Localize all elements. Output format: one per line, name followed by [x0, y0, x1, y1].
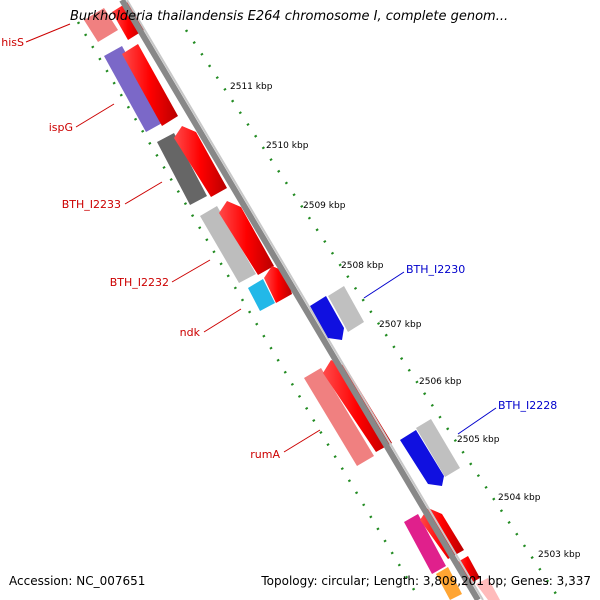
gc-skew-track: [76, 21, 422, 600]
leader-line-hiss: [25, 23, 71, 43]
feature-pink-segment: [404, 514, 446, 574]
feature-bth-i2228-arrow: [400, 430, 444, 486]
gene-label-ispg[interactable]: ispG: [49, 121, 73, 134]
feature-ispg-segment: [104, 46, 164, 132]
gene-label-bth-i2230[interactable]: BTH_I2230: [406, 263, 465, 276]
gene-label-bth-i2228[interactable]: BTH_I2228: [498, 399, 557, 412]
genome-summary-text: Topology: circular; Length: 3,809,201 bp…: [261, 574, 591, 588]
scale-tick-label: 2509 kbp: [303, 201, 346, 211]
gene-label-hiss[interactable]: hisS: [1, 36, 24, 49]
leader-line-ndk: [203, 308, 242, 333]
scale-tick-label: 2511 kbp: [230, 82, 273, 92]
label-leader-lines: [25, 23, 497, 453]
feature-bth-i2233-segment: [157, 133, 207, 205]
feature-bth-i2230-grey: [328, 286, 364, 332]
reverse-feature-segments: [84, 8, 462, 600]
cds-arrow: [476, 578, 500, 600]
scale-tick-label: 2505 kbp: [457, 435, 500, 445]
accession-text: Accession: NC_007651: [9, 574, 146, 588]
feature-ndk-segment: [248, 279, 275, 311]
scale-tick-label: 2503 kbp: [538, 550, 581, 560]
scale-tick-label: 2508 kbp: [341, 261, 384, 271]
chromosome-backbone: [119, 0, 481, 600]
chromosome-backbone-highlight: [126, 0, 484, 600]
cds-arrow: [122, 44, 178, 126]
feature-bth-i2230-arrow: [310, 296, 344, 340]
cds-arrow: [219, 201, 274, 275]
leader-line-bth-i2233: [124, 181, 163, 205]
leader-line-ispg: [75, 103, 115, 128]
gene-label-ndk[interactable]: ndk: [180, 326, 201, 339]
leader-line-ruma: [283, 429, 321, 453]
feature-ruma-segment: [304, 368, 374, 466]
scale-tick-label: 2507 kbp: [379, 320, 422, 330]
gene-label-bth-i2233[interactable]: BTH_I2233: [62, 198, 121, 211]
map-title: Burkholderia thailandensis E264 chromoso…: [70, 9, 509, 24]
feature-bth-i2232-segment: [200, 206, 256, 283]
gene-label-ruma[interactable]: rumA: [250, 448, 280, 461]
leader-line-bth-i2230: [363, 271, 405, 299]
cds-arrow: [112, 2, 144, 40]
gene-labels: hisS ispG BTH_I2233 BTH_I2232 ndk rumA B…: [1, 36, 557, 461]
forward-features: [310, 286, 460, 486]
gene-label-bth-i2232[interactable]: BTH_I2232: [110, 276, 169, 289]
scale-tick-labels: 2511 kbp 2510 kbp 2509 kbp 2508 kbp 2507…: [230, 82, 581, 560]
feature-orange-segment: [436, 567, 462, 600]
cds-arrow: [174, 126, 227, 197]
leader-line-bth-i2232: [171, 259, 211, 283]
feature-hiss-segment: [84, 8, 118, 42]
scale-tick-label: 2510 kbp: [266, 141, 309, 151]
leader-line-bth-i2228: [457, 407, 497, 435]
scale-tick-label: 2506 kbp: [419, 377, 462, 387]
scale-tick-label: 2504 kbp: [498, 493, 541, 503]
scale-track: [184, 29, 562, 600]
feature-bth-i2228-grey: [416, 419, 460, 477]
